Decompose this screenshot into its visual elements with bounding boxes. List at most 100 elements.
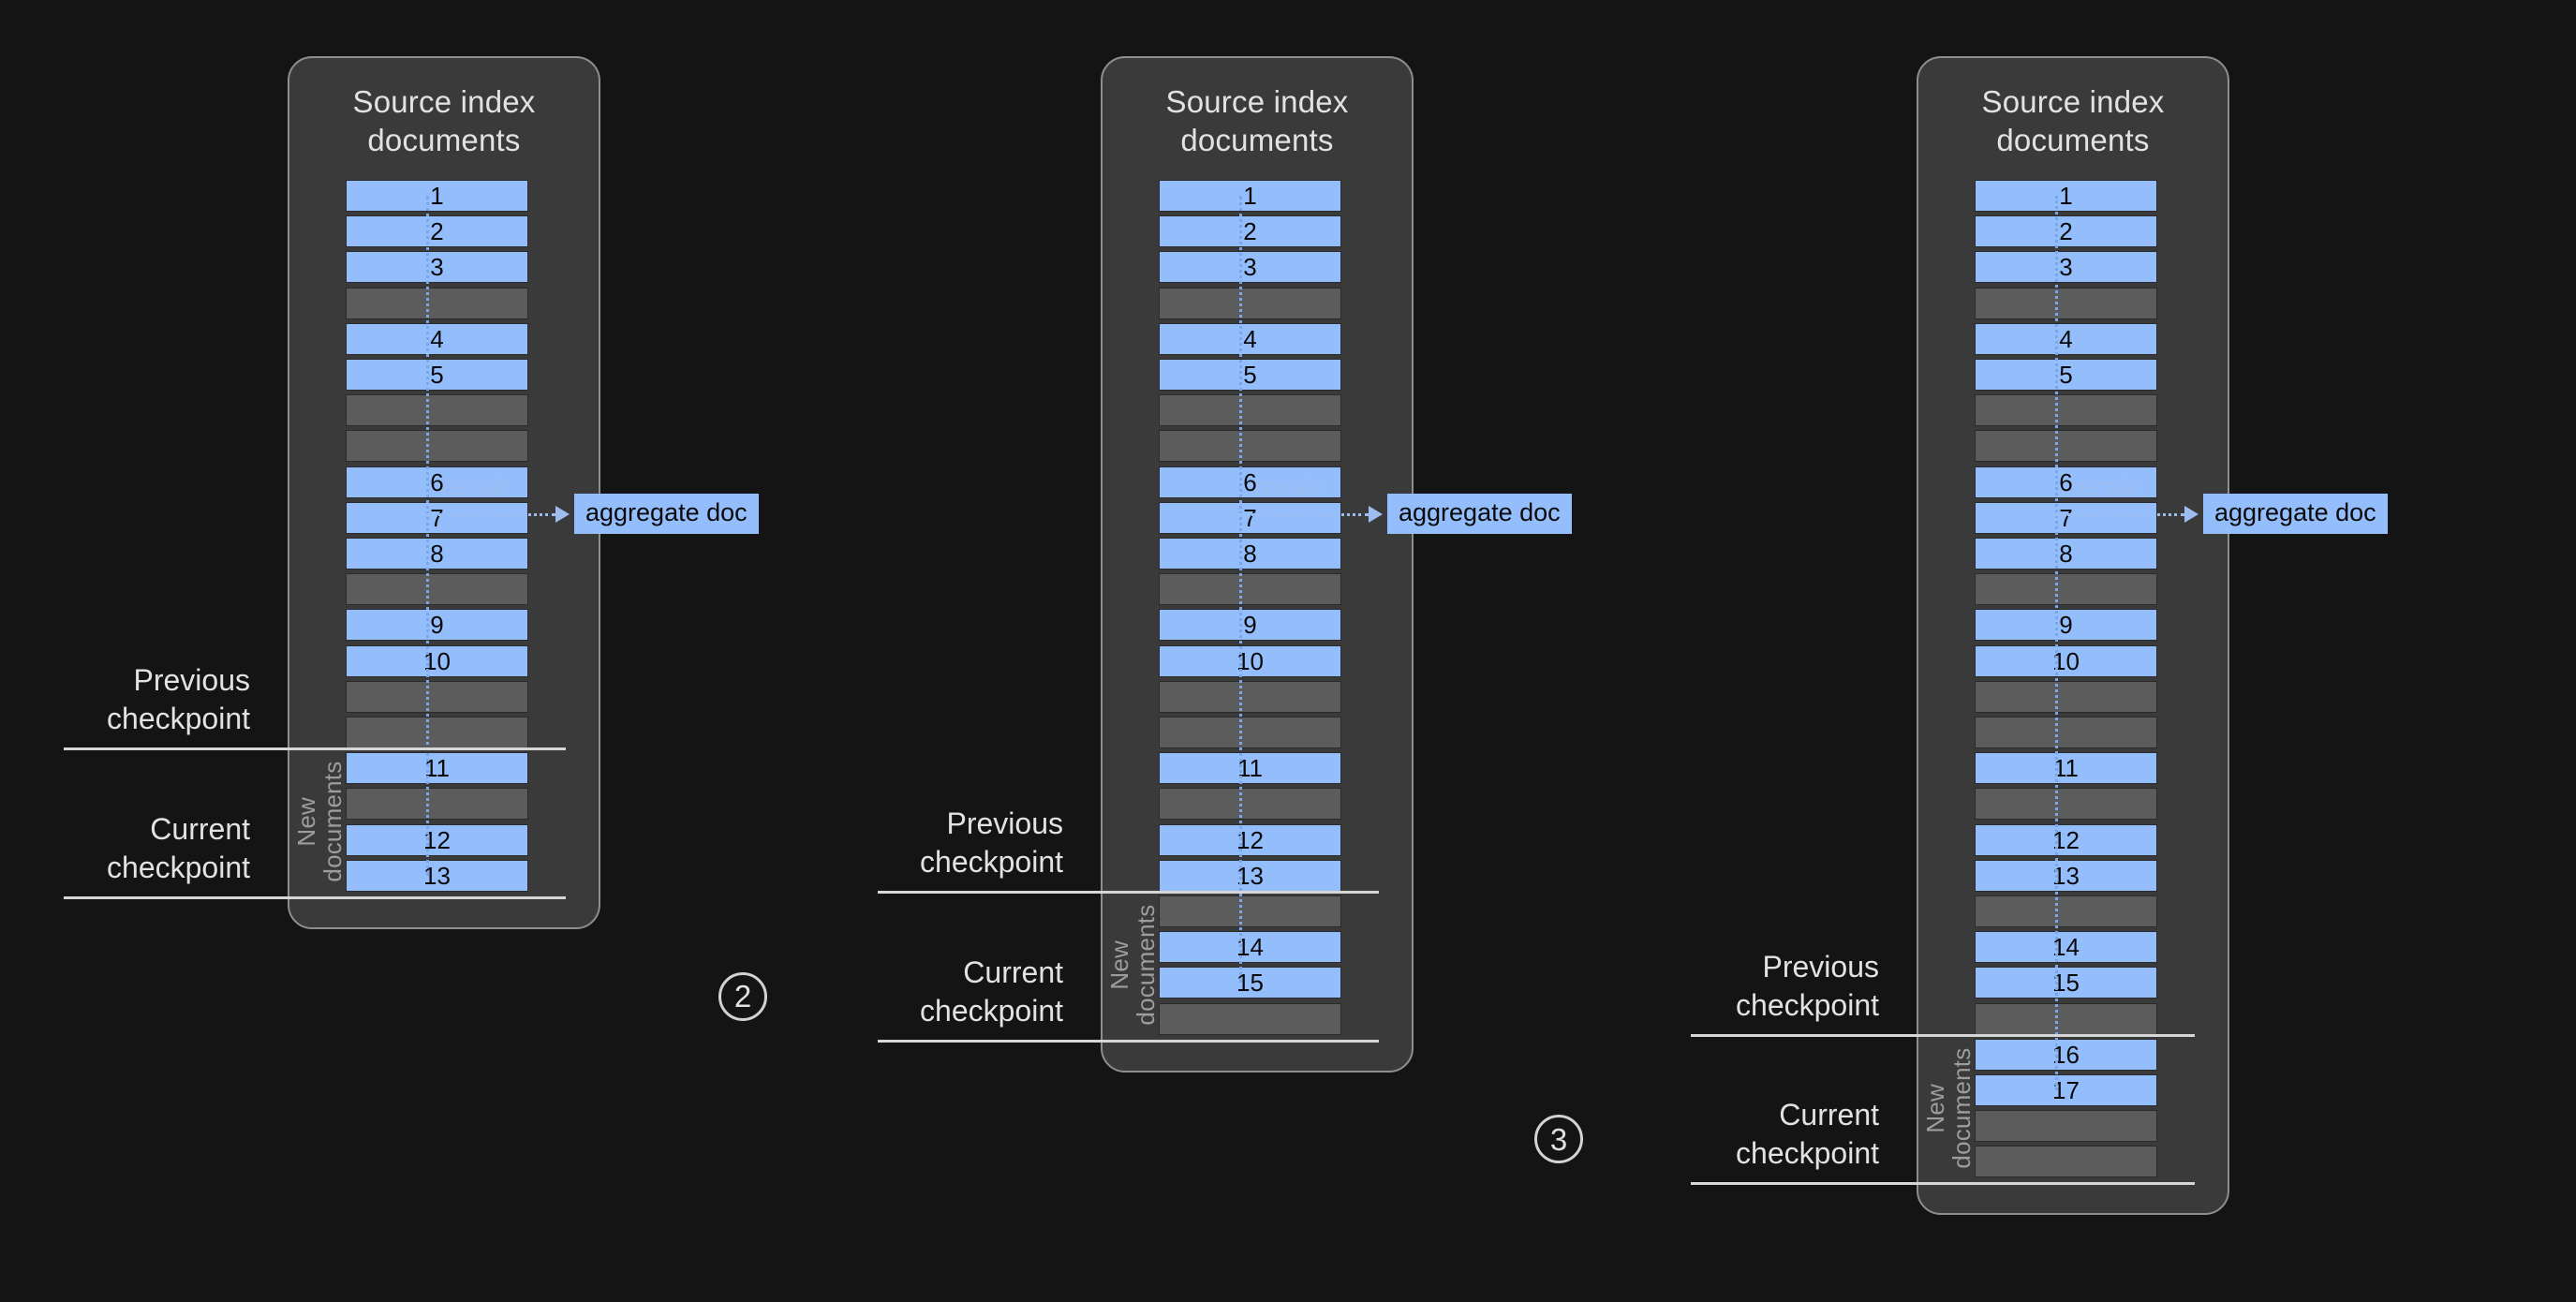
document-row-7: 7 <box>1975 501 2157 534</box>
document-row-number: 4 <box>1243 324 1257 353</box>
document-row-empty <box>1975 788 2157 821</box>
recalc-label-1: recalc <box>441 472 511 501</box>
document-row-1: 1 <box>1975 180 2157 212</box>
collector-line <box>426 196 429 876</box>
document-row-12: 12 <box>1975 823 2157 856</box>
document-row-empty <box>346 430 528 463</box>
recalc-arrow-line <box>426 513 555 516</box>
document-row-9: 9 <box>1975 609 2157 642</box>
document-row-4: 4 <box>1159 322 1341 355</box>
document-row-10: 10 <box>1159 644 1341 677</box>
document-row-16: 16 <box>1975 1038 2157 1071</box>
document-row-5: 5 <box>1159 359 1341 391</box>
document-row-13: 13 <box>346 859 528 892</box>
document-row-empty <box>1159 680 1341 713</box>
document-row-14: 14 <box>1975 931 2157 964</box>
previous-checkpoint-line-1 <box>64 747 566 751</box>
document-row-1: 1 <box>1159 180 1341 212</box>
document-row-4: 4 <box>1975 322 2157 355</box>
previous-checkpoint-line-2 <box>878 891 1379 894</box>
document-row-10: 10 <box>1975 644 2157 677</box>
document-row-17: 17 <box>1975 1074 2157 1106</box>
step-number-3: 3 <box>1534 1115 1583 1164</box>
document-row-empty <box>1975 1002 2157 1035</box>
document-row-1: 1 <box>346 180 528 212</box>
document-row-number: 7 <box>2059 503 2073 532</box>
previous-checkpoint-label-1: Previous checkpoint <box>107 663 250 736</box>
document-row-6: 6 <box>1159 466 1341 498</box>
document-row-5: 5 <box>346 359 528 391</box>
document-row-6: 6 <box>1975 466 2157 498</box>
document-row-15: 15 <box>1159 967 1341 999</box>
current-checkpoint-label-1: Current checkpoint <box>107 811 250 884</box>
document-row-empty <box>346 680 528 713</box>
document-row-empty <box>1159 1002 1341 1035</box>
document-row-number: 9 <box>430 611 444 640</box>
aggregate-doc-box-2[interactable]: aggregate doc <box>1387 494 1572 534</box>
collector-line <box>1239 196 1242 984</box>
document-row-11: 11 <box>1975 752 2157 785</box>
document-row-9: 9 <box>346 609 528 642</box>
document-row-number: 2 <box>1243 217 1257 246</box>
aggregate-doc-box-3[interactable]: aggregate doc <box>2203 494 2388 534</box>
document-row-empty <box>1975 1146 2157 1178</box>
document-row-13: 13 <box>1975 859 2157 892</box>
document-row-number: 4 <box>430 324 444 353</box>
document-row-14: 14 <box>1159 931 1341 964</box>
recalc-arrow-head <box>2184 506 2198 523</box>
document-row-number: 7 <box>430 503 444 532</box>
step-number-2: 2 <box>718 971 767 1021</box>
previous-checkpoint-line-3 <box>1691 1033 2195 1037</box>
document-row-10: 10 <box>346 644 528 677</box>
document-row-15: 15 <box>1975 967 2157 999</box>
document-row-number: 5 <box>1243 361 1257 389</box>
document-row-number: 6 <box>2059 467 2073 496</box>
document-row-empty <box>1159 895 1341 927</box>
document-row-empty <box>1975 895 2157 927</box>
document-row-number: 3 <box>430 253 444 282</box>
document-row-13: 13 <box>1159 859 1341 892</box>
document-row-number: 5 <box>2059 361 2073 389</box>
recalc-arrow-line <box>1239 513 1369 516</box>
document-row-number: 7 <box>1243 503 1257 532</box>
recalc-arrow-head <box>1369 506 1383 523</box>
aggregate-doc-box-1[interactable]: aggregate doc <box>574 494 759 534</box>
panel-title-1: Source index documents <box>352 84 536 157</box>
document-row-8: 8 <box>346 538 528 570</box>
document-row-12: 12 <box>1159 823 1341 856</box>
document-row-empty <box>1159 287 1341 319</box>
document-row-number: 9 <box>2059 611 2073 640</box>
document-row-number: 1 <box>430 182 444 210</box>
document-row-3: 3 <box>1159 251 1341 284</box>
document-row-number: 1 <box>2059 182 2073 210</box>
document-row-empty <box>1975 1110 2157 1143</box>
collector-line <box>2055 196 2058 1090</box>
recalc-label-2: recalc <box>1254 472 1325 501</box>
recalc-arrow-line <box>2055 513 2184 516</box>
document-row-number: 3 <box>1243 253 1257 282</box>
document-row-number: 5 <box>430 361 444 389</box>
current-checkpoint-line-1 <box>64 895 566 899</box>
document-row-2: 2 <box>1159 215 1341 248</box>
document-row-6: 6 <box>346 466 528 498</box>
previous-checkpoint-label-2: Previous checkpoint <box>920 806 1063 879</box>
document-row-empty <box>1975 287 2157 319</box>
document-row-empty <box>346 717 528 748</box>
document-row-number: 8 <box>2059 540 2073 568</box>
current-checkpoint-line-2 <box>878 1039 1379 1043</box>
document-row-empty <box>1975 573 2157 606</box>
document-row-number: 4 <box>2059 324 2073 353</box>
document-row-empty <box>346 287 528 319</box>
panel-title-3: Source index documents <box>1981 84 2165 157</box>
document-row-2: 2 <box>1975 215 2157 248</box>
current-checkpoint-label-3: Current checkpoint <box>1736 1098 1879 1171</box>
document-row-5: 5 <box>1975 359 2157 391</box>
document-row-number: 2 <box>2059 217 2073 246</box>
document-row-3: 3 <box>1975 251 2157 284</box>
document-row-number: 8 <box>430 540 444 568</box>
document-row-number: 8 <box>1243 540 1257 568</box>
document-row-empty <box>1975 680 2157 713</box>
document-row-number: 1 <box>1243 182 1257 210</box>
document-row-8: 8 <box>1975 538 2157 570</box>
